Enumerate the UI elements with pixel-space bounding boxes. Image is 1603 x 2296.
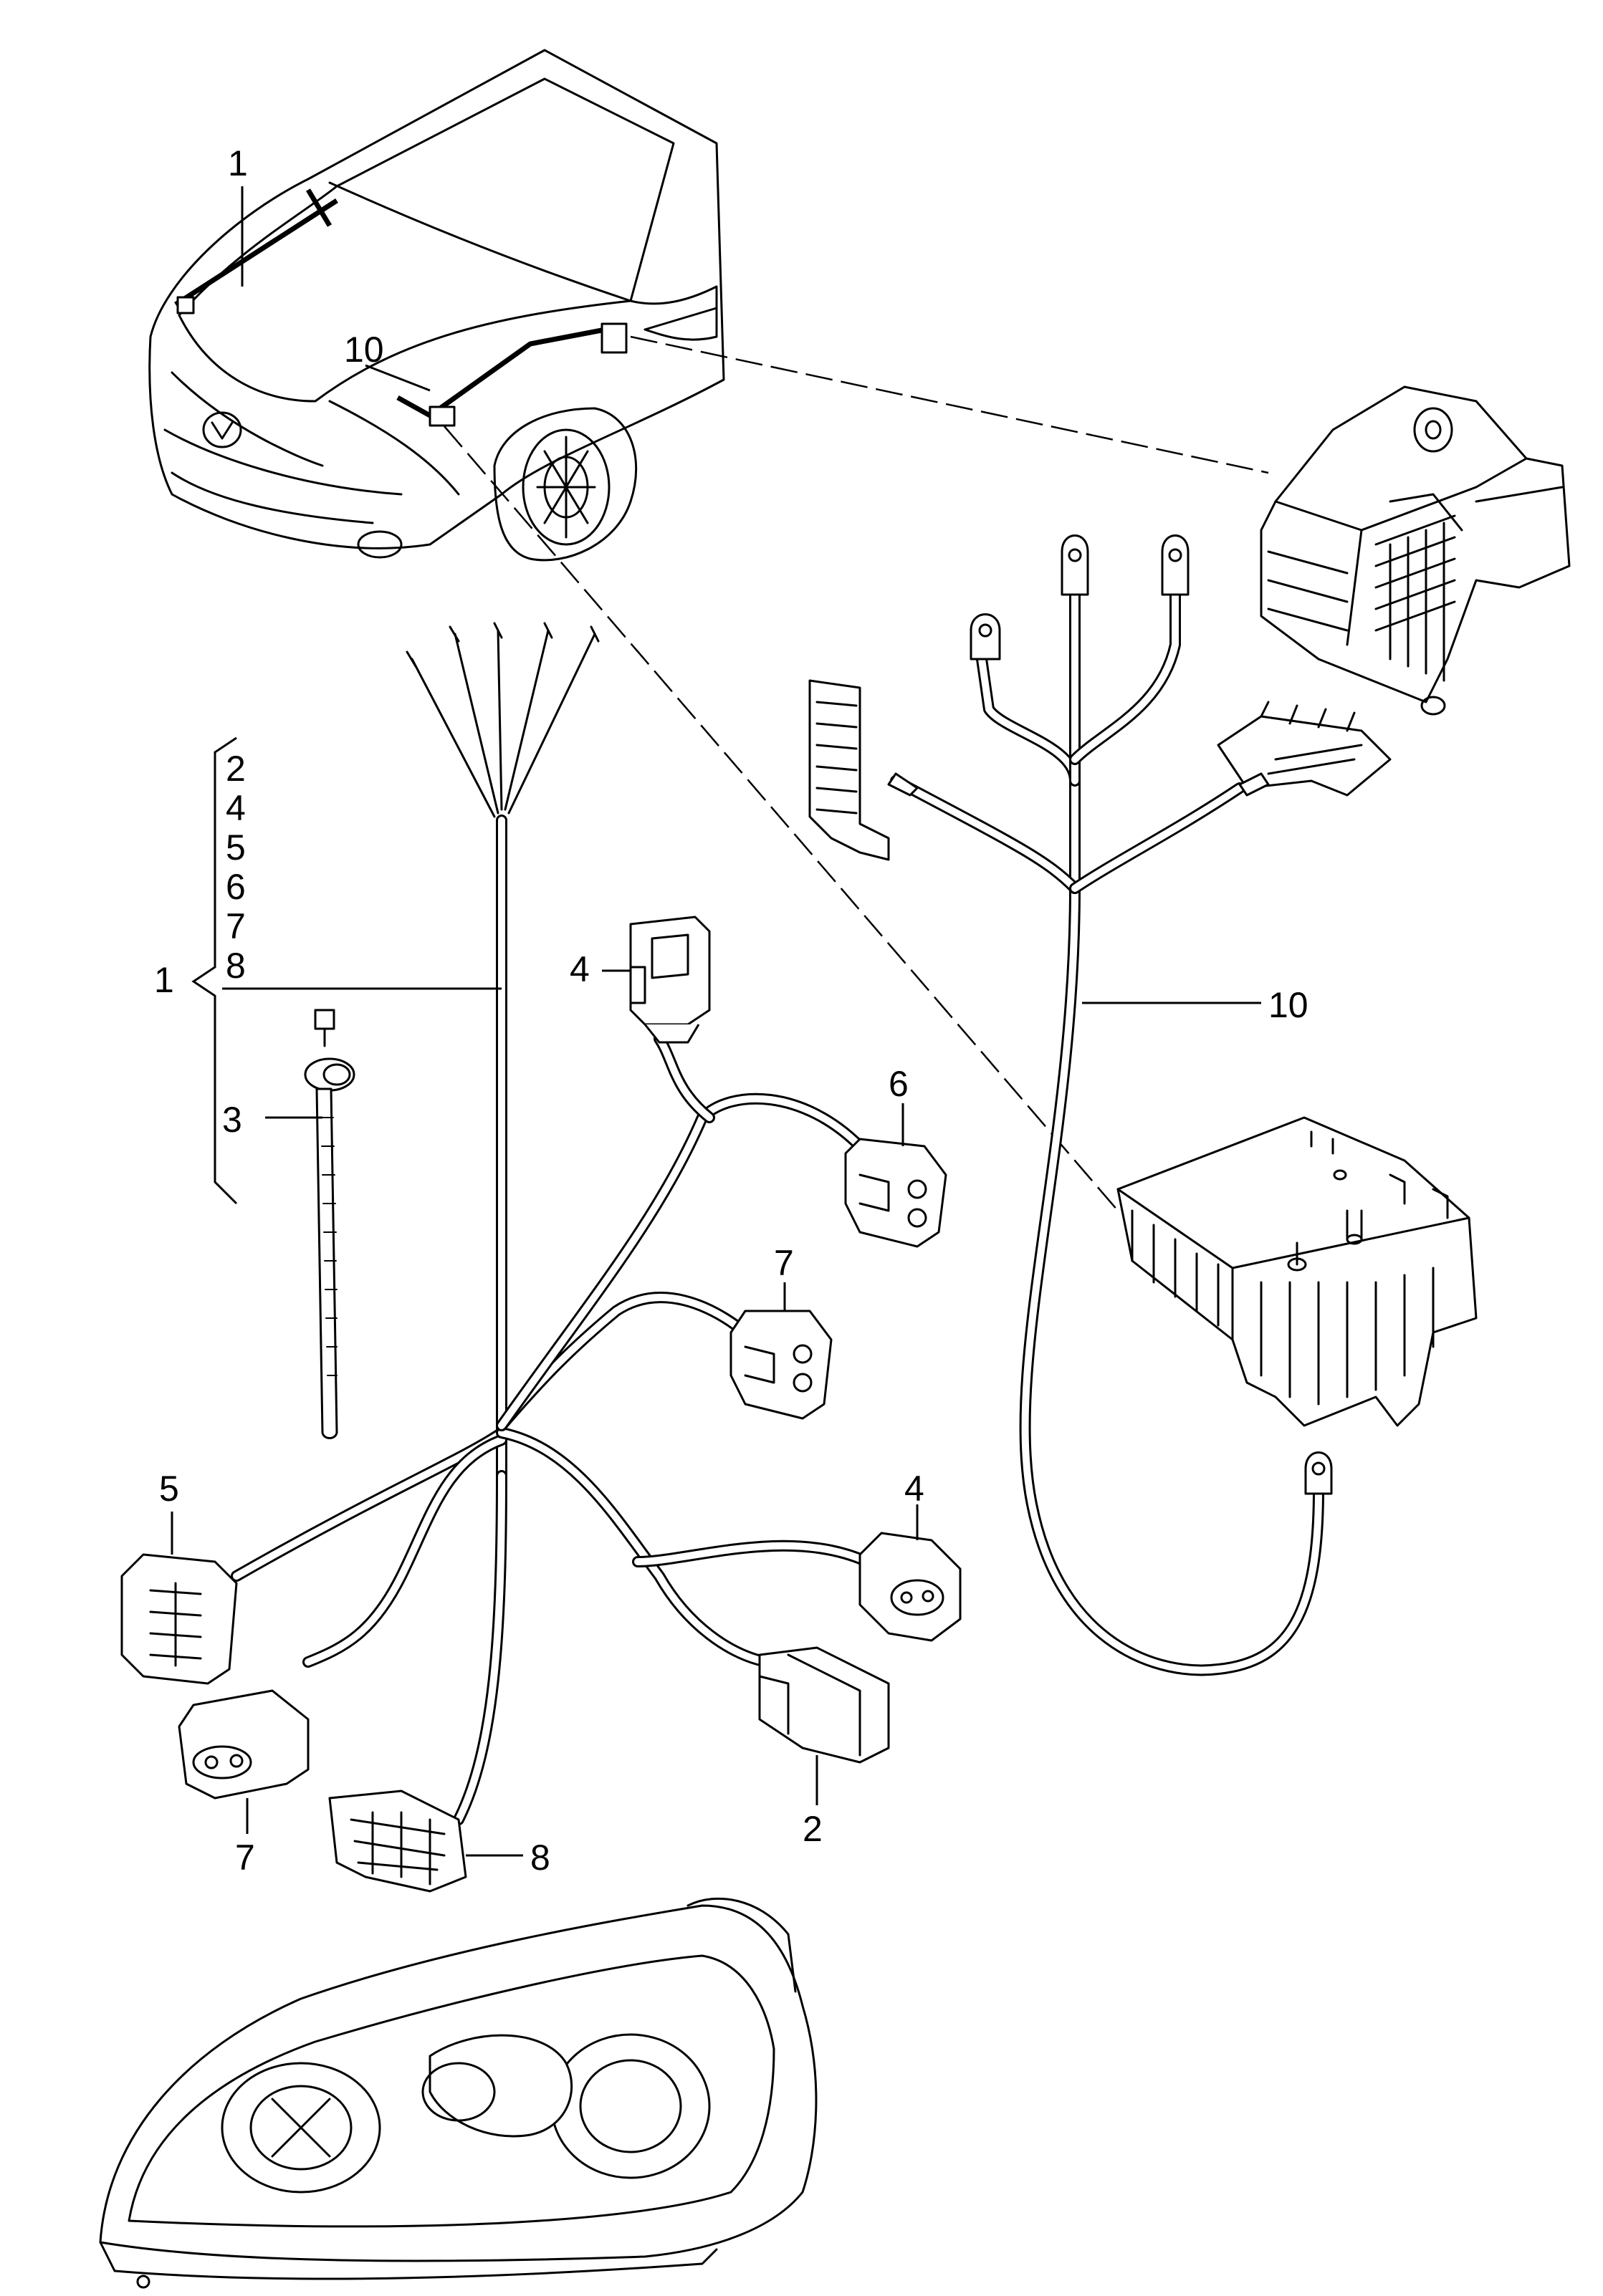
fuse-box [1260,385,1571,716]
callout-10-top: 10 [344,330,384,370]
harness-10 [808,534,1392,1676]
callout-4-connector-right: 4 [904,1469,924,1509]
headlight-assembly [99,1897,818,2289]
connector-4-right [858,1532,962,1642]
callout-6-group: 6 [226,867,246,907]
main-harness-1 [231,622,873,1825]
connector-8 [328,1790,467,1893]
callout-1-group: 1 [154,960,174,1000]
callout-5-group: 5 [226,827,246,868]
control-module-housing [1116,1116,1478,1427]
callout-10-harness: 10 [1268,985,1308,1025]
car-front-view [148,49,725,562]
callout-4-group: 4 [226,788,246,828]
connector-6 [844,1138,947,1248]
callout-1-top: 1 [228,143,248,183]
callout-8-group: 8 [226,946,246,986]
callout-group-bracket [191,736,502,1205]
callout-3: 3 [222,1100,242,1140]
callout-7-connector-bottom: 7 [235,1838,255,1878]
dashed-leader-fusebox [630,335,1269,474]
connector-5 [120,1553,238,1685]
cable-tie-3 [304,1009,355,1439]
dashed-leader-module [444,426,1119,1211]
callout-7-group: 7 [226,906,246,946]
callout-5-connector: 5 [159,1469,179,1509]
callout-4-connector-top: 4 [570,949,590,989]
callout-2-connector: 2 [803,1809,823,1849]
callout-6-connector: 6 [889,1064,909,1104]
leader-10-top [365,364,431,392]
connector-7-bottom [178,1689,310,1800]
connector-7-mid [729,1310,833,1420]
connector-4-top [629,916,711,1044]
callout-7-connector-mid: 7 [774,1243,794,1283]
relay-connector-2 [758,1646,890,1764]
callout-8-connector: 8 [530,1838,550,1878]
callout-2-group: 2 [226,749,246,789]
